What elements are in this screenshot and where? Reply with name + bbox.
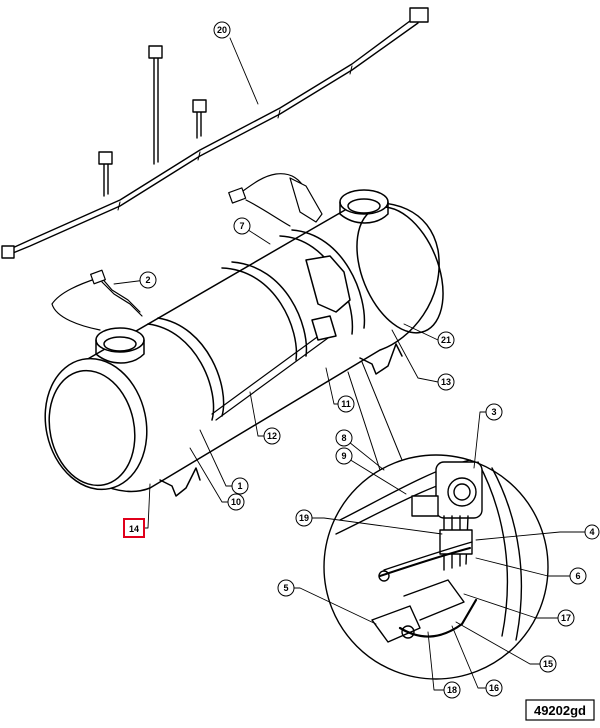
wiring-harness	[1, 7, 429, 259]
callout-10-label: 10	[231, 497, 241, 507]
callout-7-label: 7	[239, 221, 244, 231]
callout-16[interactable]: 16	[485, 679, 503, 697]
callout-18-label: 18	[447, 685, 457, 695]
callout-4-label: 4	[589, 527, 594, 537]
callout-10[interactable]: 10	[227, 493, 245, 511]
callout-21-label: 21	[441, 335, 451, 345]
figure-id: 49202gd	[534, 703, 586, 718]
sensor-harness-right	[228, 173, 323, 227]
callout-5[interactable]: 5	[277, 579, 295, 597]
callout-12-label: 12	[267, 431, 277, 441]
callout-14[interactable]: 14	[123, 518, 145, 538]
callout-9-label: 9	[341, 451, 346, 461]
callout-18[interactable]: 18	[443, 681, 461, 699]
callout-3-label: 3	[491, 407, 496, 417]
callout-16-label: 16	[489, 683, 499, 693]
callout-4[interactable]: 4	[584, 524, 600, 540]
callout-13[interactable]: 13	[437, 373, 455, 391]
callout-8[interactable]: 8	[335, 429, 353, 447]
callout-1[interactable]: 1	[231, 477, 249, 495]
callout-11-label: 11	[341, 399, 351, 409]
callout-14-label: 14	[129, 524, 139, 534]
callout-17[interactable]: 17	[557, 609, 575, 627]
callout-21[interactable]: 21	[437, 331, 455, 349]
callout-19-label: 19	[299, 513, 309, 523]
dpf-assembly	[44, 189, 444, 497]
callout-2-label: 2	[145, 275, 150, 285]
callout-9[interactable]: 9	[335, 447, 353, 465]
callout-6-label: 6	[575, 571, 580, 581]
callout-11[interactable]: 11	[337, 395, 355, 413]
callout-20-label: 20	[217, 25, 227, 35]
callout-3[interactable]: 3	[485, 403, 503, 421]
figure-id-box: 49202gd	[525, 699, 595, 721]
callout-12[interactable]: 12	[263, 427, 281, 445]
callout-13-label: 13	[441, 377, 451, 387]
callout-6[interactable]: 6	[569, 567, 587, 585]
callout-2[interactable]: 2	[139, 271, 157, 289]
callout-1-label: 1	[237, 481, 242, 491]
callout-17-label: 17	[561, 613, 571, 623]
detail-view	[323, 361, 549, 680]
callout-15[interactable]: 15	[539, 655, 557, 673]
sensor-harness-left	[51, 269, 143, 331]
callout-8-label: 8	[341, 433, 346, 443]
callout-20[interactable]: 20	[213, 21, 231, 39]
callout-19[interactable]: 19	[295, 509, 313, 527]
callout-15-label: 15	[543, 659, 553, 669]
callout-5-label: 5	[283, 583, 288, 593]
callout-7[interactable]: 7	[233, 217, 251, 235]
